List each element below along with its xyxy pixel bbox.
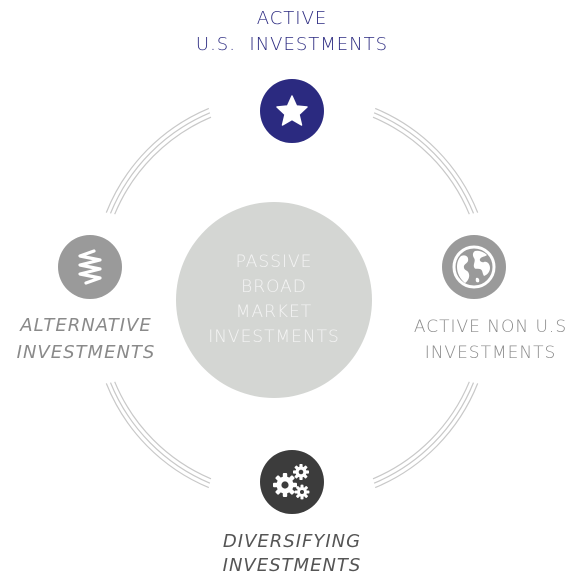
bottom-node-label-line: DIVERSIFYING [222, 531, 362, 552]
arc-upper-left [105, 107, 210, 213]
arc-upper-left [114, 116, 212, 215]
arc-upper-right [374, 107, 479, 213]
left-node-label-line: INVESTMENTS [16, 342, 156, 363]
arc-lower-right [372, 381, 470, 480]
gears-icon-glyph [273, 464, 310, 500]
center-label-line: MARKET [235, 302, 313, 322]
spring-icon-glyph [78, 249, 102, 285]
gears-icon [260, 450, 324, 514]
arc-lower-left [105, 383, 210, 489]
left-node-label: ALTERNATIVE INVESTMENTS [0, 312, 172, 366]
arc-upper-left [109, 112, 211, 214]
spring-icon [58, 235, 122, 299]
right-node-label-line: INVESTMENTS [424, 343, 557, 363]
center-label-line: PASSIVE [235, 252, 313, 272]
bottom-node-label-line: INVESTMENTS [222, 555, 362, 576]
star-icon-glyph [276, 95, 308, 126]
center-label-line: INVESTMENTS [208, 327, 340, 347]
center-circle: PASSIVE BROAD MARKET INVESTMENTS [176, 202, 372, 398]
top-node-label: ACTIVE U.S. INVESTMENTS [142, 6, 442, 58]
left-node-label-line: ALTERNATIVE [20, 315, 152, 336]
arc-lower-left [114, 381, 212, 480]
arc-lower-right [373, 382, 475, 484]
globe-icon-glyph [452, 245, 496, 289]
center-label-line: BROAD [241, 277, 307, 297]
top-node-label-line: U.S. INVESTMENTS [195, 34, 389, 55]
bottom-node-label: DIVERSIFYING INVESTMENTS [142, 530, 442, 578]
arc-upper-right [373, 112, 475, 214]
arc-lower-left [109, 382, 211, 484]
right-node-label: ACTIVE NON U.S INVESTMENTS [396, 314, 585, 366]
globe-icon [442, 235, 506, 299]
top-node-label-line: ACTIVE [256, 8, 328, 29]
arc-lower-right [374, 383, 479, 489]
arc-upper-right [372, 116, 470, 215]
right-node-label-line: ACTIVE NON U.S [413, 317, 568, 337]
star-icon [260, 79, 324, 143]
